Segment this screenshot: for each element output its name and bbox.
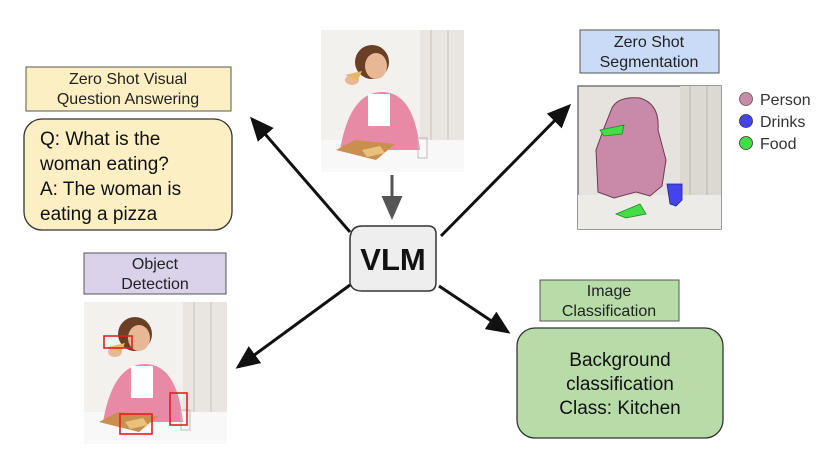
vqa-title-line-2: Question Answering	[57, 91, 199, 108]
segmentation-title-box	[579, 29, 720, 74]
vqa-title-box	[25, 66, 232, 112]
segmentation-image	[577, 85, 722, 230]
segmentation-title-line-1: Zero Shot	[614, 34, 685, 51]
segmentation-panel: Zero Shot Segmentation Person Drinks Foo…	[577, 29, 811, 230]
vqa-body-line-2: woman eating?	[39, 154, 169, 175]
arrow-to-classification	[438, 284, 511, 334]
legend-dot-drinks	[739, 114, 753, 128]
vqa-body-line-1: Q: What is the	[40, 129, 160, 150]
food-mask-bottom	[614, 203, 647, 219]
bbox-pizza-slice	[103, 335, 133, 349]
detection-title-line-1: Object	[132, 256, 179, 273]
food-mask-top	[599, 124, 625, 137]
detection-title-box	[83, 252, 227, 295]
drinks-mask	[666, 183, 683, 207]
legend-label-person: Person	[760, 92, 811, 109]
bbox-pizza-plate	[119, 413, 153, 435]
classification-result-box	[516, 327, 724, 439]
legend-dot-food	[739, 136, 753, 150]
vlm-label: VLM	[360, 242, 425, 277]
detection-image	[84, 302, 227, 444]
arrow-to-detection	[235, 283, 351, 369]
classification-body-line-2: classification	[566, 374, 674, 395]
vqa-body-line-4: eating a pizza	[40, 204, 158, 225]
legend-dot-person	[739, 92, 753, 106]
classification-title-line-1: Image	[587, 283, 632, 300]
person-mask	[595, 97, 667, 199]
vlm-node: VLM	[349, 225, 437, 292]
vqa-body-line-3: A: The woman is	[40, 179, 181, 200]
input-photo	[321, 30, 464, 172]
classification-body-line-3: Class: Kitchen	[559, 398, 680, 419]
vqa-panel: Zero Shot Visual Question Answering Q: W…	[23, 66, 233, 231]
classification-panel: Image Classification Background classifi…	[516, 279, 724, 439]
classification-title-line-2: Classification	[562, 303, 656, 320]
detection-title-line-2: Detection	[121, 276, 189, 293]
arrow-to-segmentation	[439, 103, 572, 238]
legend-label-drinks: Drinks	[760, 114, 805, 131]
segmentation-title-line-2: Segmentation	[600, 54, 699, 71]
detection-panel: Object Detection	[83, 252, 227, 444]
vqa-answer-box	[23, 118, 233, 231]
classification-body-line-1: Background	[569, 350, 670, 371]
classification-title-box	[539, 279, 680, 322]
segmentation-legend: Person Drinks Food	[739, 92, 811, 153]
arrow-to-vqa	[250, 116, 352, 233]
legend-label-food: Food	[760, 136, 796, 153]
vqa-title-line-1: Zero Shot Visual	[69, 71, 187, 88]
bbox-glass	[169, 392, 188, 426]
